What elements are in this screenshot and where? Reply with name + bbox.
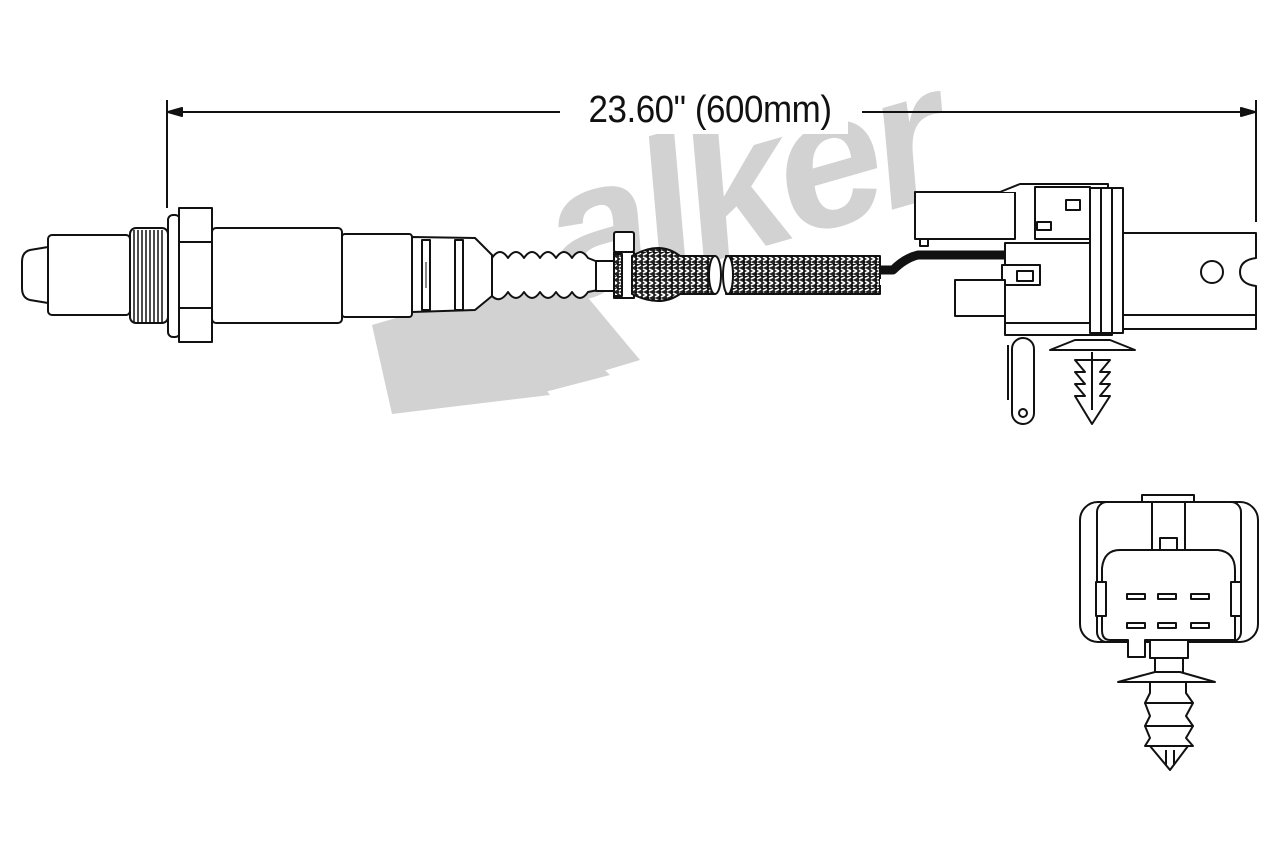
hex-nut xyxy=(167,207,213,343)
sleeve-clip xyxy=(613,231,635,299)
mounting-bracket xyxy=(1122,232,1257,330)
dimension-label: 23.60" (600mm) xyxy=(572,86,848,134)
threaded-body xyxy=(129,227,169,324)
push-pin-clip xyxy=(1007,337,1136,425)
wire-pair xyxy=(880,250,1005,303)
sensor-tip xyxy=(21,234,131,316)
corrugated-boot xyxy=(491,251,615,301)
connector-pins xyxy=(1126,593,1210,629)
connector-front-view xyxy=(1079,494,1259,771)
dimension-line xyxy=(166,100,1257,222)
crimped-collar xyxy=(411,236,493,313)
sensor-shell xyxy=(211,227,413,324)
braided-sleeve xyxy=(631,247,881,302)
connector-side-view xyxy=(914,183,1124,336)
